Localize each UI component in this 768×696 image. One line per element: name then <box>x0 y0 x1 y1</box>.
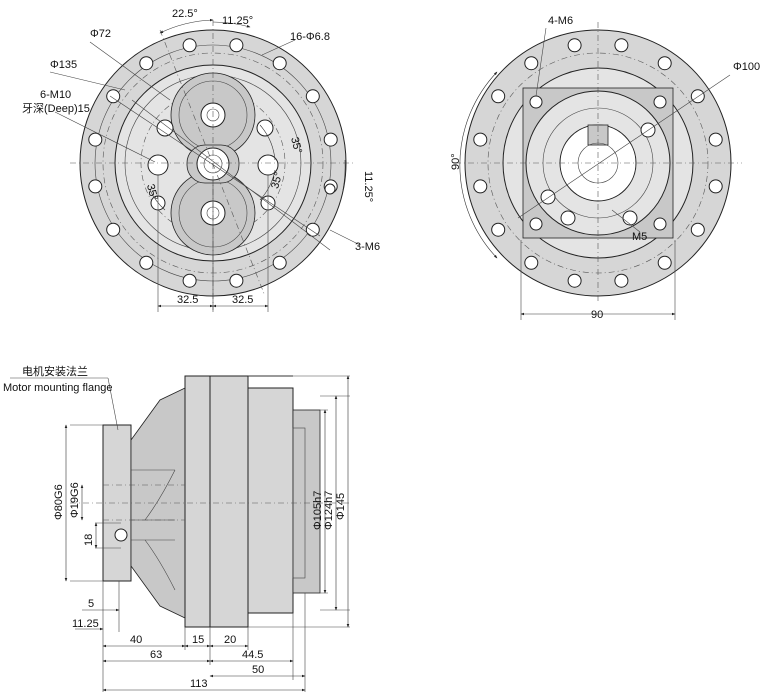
label-thread-depth: 牙深(Deep)15 <box>22 102 90 115</box>
label-dia-124h7: Φ124h7 <box>323 491 335 530</box>
label-4-m6: 4-M6 <box>548 15 573 27</box>
label-dia-19g6: Φ19G6 <box>69 482 81 518</box>
label-35-b: 35° <box>144 183 160 202</box>
bolt-hole <box>567 273 582 288</box>
m10-hole-left <box>147 154 169 176</box>
bolt-hole <box>567 38 582 53</box>
label-dia-105h7: Φ105h7 <box>312 491 324 530</box>
bolt-hole <box>182 273 197 288</box>
label-32-5-left: 32.5 <box>177 294 198 306</box>
label-dim-5: 5 <box>88 598 94 610</box>
label-3-m6: 3-M6 <box>355 241 380 253</box>
bolt-hole <box>106 222 121 237</box>
housing-front-ring <box>184 375 211 628</box>
bolt-hole <box>88 132 103 147</box>
bolt-hole <box>323 132 338 147</box>
bolt-hole <box>491 89 506 104</box>
bolt-hole <box>491 222 506 237</box>
bolt-hole <box>473 179 488 194</box>
bolt-hole <box>229 38 244 53</box>
label-90-angle: 90° <box>450 153 462 170</box>
label-dia-135: Φ135 <box>50 59 77 71</box>
housing-body <box>209 375 249 628</box>
bolt-hole <box>708 179 723 194</box>
m6-hole-br <box>653 217 667 231</box>
m6-hole-tl <box>529 95 543 109</box>
label-dia-80g6: Φ80G6 <box>53 484 65 520</box>
label-dim-15: 15 <box>192 634 204 646</box>
label-11-25-b: 11.25° <box>362 171 374 202</box>
bolt-hole <box>272 255 287 270</box>
label-16-holes: 16-Φ6.8 <box>290 31 330 43</box>
bolt-hole <box>139 255 154 270</box>
bolt-hole <box>139 56 154 71</box>
front-bolt-holes <box>88 38 338 288</box>
label-dia-100: Φ100 <box>733 61 760 73</box>
side-view: 电机安装法兰 Motor mounting flange Φ80G6 Φ19G6… <box>3 364 350 692</box>
bolt-hole <box>305 222 320 237</box>
label-dim-11-25: 11.25 <box>72 618 99 630</box>
m6-hole-tr <box>653 95 667 109</box>
label-dim-113: 113 <box>190 678 208 690</box>
label-32-5-right: 32.5 <box>232 294 253 306</box>
bolt-hole <box>657 255 672 270</box>
label-22-5: 22.5° <box>172 8 198 20</box>
bolt-hole <box>473 132 488 147</box>
bolt-hole <box>106 89 121 104</box>
bolt-hole <box>614 38 629 53</box>
label-dim-40: 40 <box>130 634 142 646</box>
label-dim-63: 63 <box>150 649 162 661</box>
bolt-hole <box>305 89 320 104</box>
m6-hole <box>324 183 336 195</box>
label-dim-90: 90 <box>591 309 603 321</box>
bolt-hole <box>614 273 629 288</box>
bolt-hole <box>657 56 672 71</box>
bolt-hole <box>88 179 103 194</box>
bolt-hole <box>690 89 705 104</box>
label-m5: M5 <box>632 231 647 243</box>
bolt-hole <box>182 38 197 53</box>
bolt-hole <box>229 273 244 288</box>
label-6-m10: 6-M10 <box>40 89 71 101</box>
label-35-a: 35° <box>288 136 304 155</box>
housing-rear <box>247 387 294 614</box>
m6-hole-bl <box>529 217 543 231</box>
label-dim-50: 50 <box>252 664 264 676</box>
label-11-25: 11.25° <box>222 15 253 27</box>
label-flange-en: Motor mounting flange <box>3 382 112 394</box>
label-dim-20: 20 <box>224 634 236 646</box>
bolt-hole <box>708 132 723 147</box>
label-dim-18: 18 <box>83 534 95 546</box>
front-view: 22.5° 11.25° 16-Φ6.8 Φ72 Φ135 6-M10 牙深(D… <box>22 8 380 312</box>
clamp-screw-hole <box>114 528 128 542</box>
bolt-hole <box>524 255 539 270</box>
label-dim-44-5: 44.5 <box>242 649 263 661</box>
rear-view: 4-M6 Φ100 90° M5 90 <box>450 15 760 321</box>
label-dia-72: Φ72 <box>90 28 111 40</box>
bolt-hole <box>524 56 539 71</box>
bolt-hole <box>272 56 287 71</box>
label-flange-cn: 电机安装法兰 <box>22 364 88 378</box>
bolt-hole <box>690 222 705 237</box>
label-dia-145: Φ145 <box>335 493 347 520</box>
label-35-c: 35° <box>269 171 285 190</box>
